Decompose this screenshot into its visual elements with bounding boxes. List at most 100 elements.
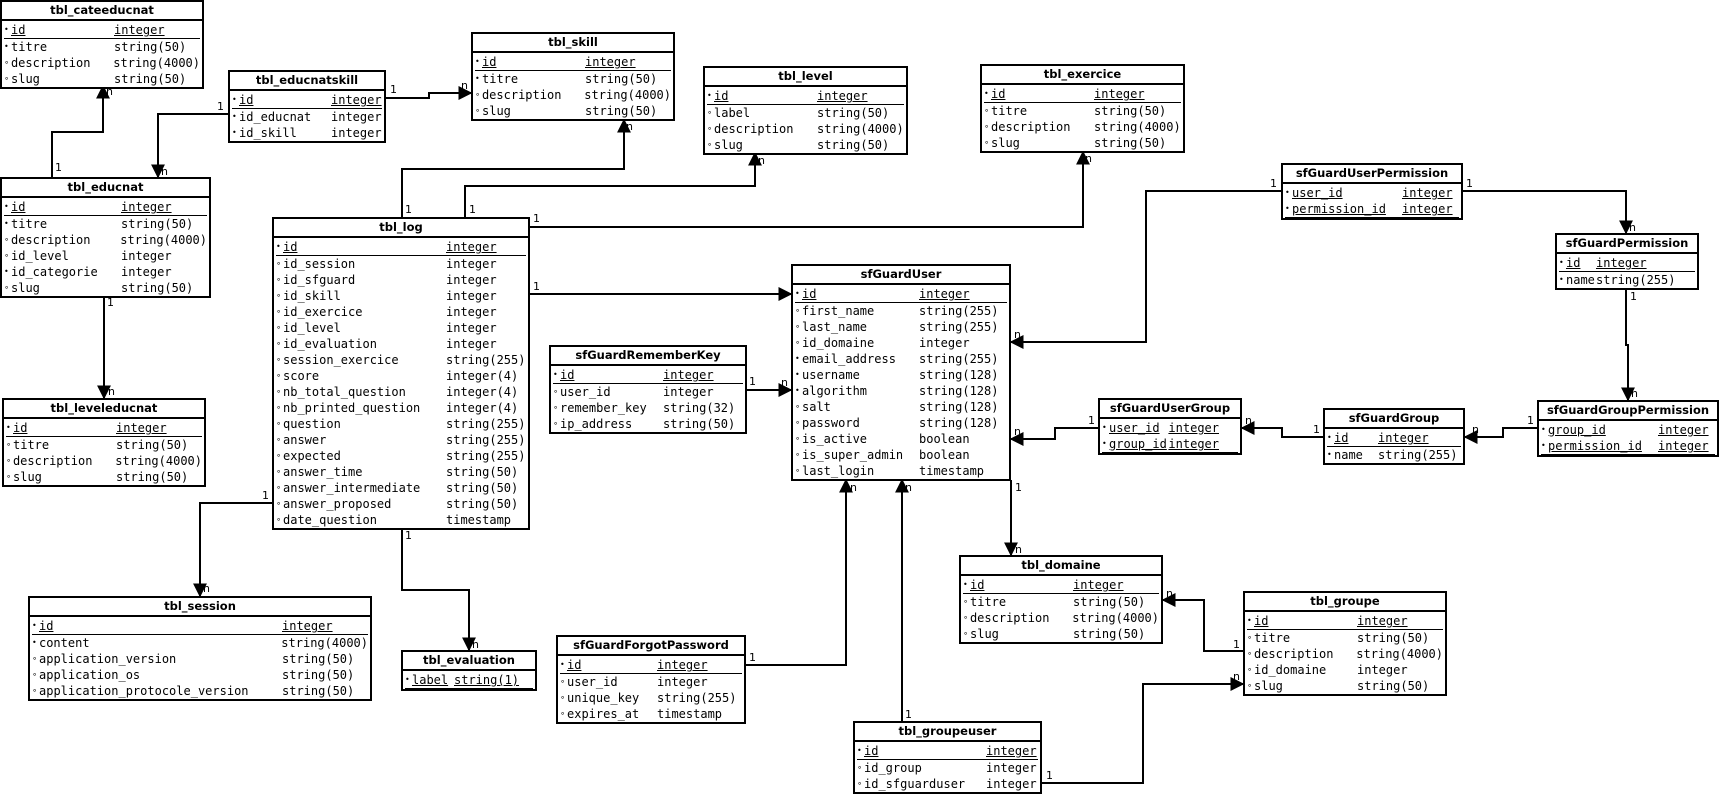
optional-marker-icon: ∘ [560,709,566,718]
optional-marker-icon: ∘ [6,440,12,449]
table-title: tbl_domaine [961,557,1161,576]
column-name: id_level [11,249,69,263]
optional-marker-icon: ∘ [276,467,282,476]
relation-sfGuardGroup-to-sfGuardUserGroup[interactable] [1240,421,1323,438]
relation-tbl_log-to-tbl_exercice[interactable] [530,150,1090,228]
relation-sfGuardUserPermission-to-sfGuardPermission[interactable] [1463,190,1633,235]
column-name: name [1566,273,1595,287]
column-type: integer [121,200,172,214]
column-type: string(4000) [1094,120,1181,134]
column-type: string(50) [585,104,658,118]
table-title: tbl_leveleducnat [4,400,204,419]
optional-marker-icon: ∘ [276,371,282,380]
column-name: id [991,87,1006,101]
column-type: string(4000) [113,56,200,70]
relation-sfGuardUserGroup-to-sfGuardUser[interactable] [1009,427,1098,446]
table-title: tbl_educnat [2,179,209,198]
optional-marker-icon: ∘ [475,90,481,99]
column-type: boolean [919,432,970,446]
column-type: string(4000) [120,233,207,247]
optional-marker-icon: ∘ [276,339,282,348]
required-marker-icon: • [707,91,712,100]
column-name: id [11,200,26,214]
relation-sfGuardForgotPassword-to-sfGuardUser[interactable] [746,478,853,666]
optional-marker-icon: ∘ [4,283,10,292]
relation-tbl_groupeuser-to-tbl_groupe[interactable] [1042,677,1245,784]
column-type: integer [1168,437,1219,451]
column-name: id [1334,431,1349,445]
relation-tbl_educnatskill-to-tbl_educnat[interactable] [151,113,228,179]
column-name: titre [991,104,1028,118]
cardinality-one-label: 1 [390,83,397,96]
column-type: string(50) [1073,627,1146,641]
column-type: integer [1378,431,1429,445]
column-name: content [38,636,90,650]
column-name: description [969,611,1050,625]
column-type: integer [114,23,165,37]
relation-sfGuardGroupPermission-to-sfGuardGroup[interactable] [1463,427,1537,444]
column-type: integer [1658,423,1709,437]
relation-sfGuardUserPermission-to-sfGuardUser[interactable] [1009,190,1281,349]
relation-tbl_log-to-tbl_session[interactable] [193,502,272,598]
cardinality-one-label: 1 [749,375,756,388]
column-name: salt [802,400,831,414]
relation-tbl_log-to-tbl_evaluation[interactable] [401,527,476,652]
column-name: answer_proposed [283,497,392,511]
relation-sfGuardPermission-to-sfGuardGroupPermission[interactable] [1621,289,1635,402]
relation-tbl_log-to-tbl_level[interactable] [464,151,762,217]
column-name: group_id [1548,423,1606,437]
column-name: id_educnat [239,110,312,124]
relation-tbl_educnat-to-tbl_cateeducnat[interactable] [51,84,110,177]
optional-marker-icon: ∘ [1247,649,1253,658]
relation-tbl_educnatskill-to-tbl_skill[interactable] [386,86,473,100]
cardinality-one-label: 1 [1313,423,1320,436]
column-type: string(4000) [817,122,904,136]
column-type: string(128) [919,416,999,430]
column-type: integer [282,619,333,633]
column-type: string(50) [282,668,355,682]
relation-tbl_groupe-to-tbl_domaine[interactable] [1161,593,1243,652]
column-type: string(50) [1073,595,1146,609]
required-marker-icon: • [984,89,989,98]
required-marker-icon: • [1559,275,1564,284]
relation-tbl_log-to-tbl_skill[interactable] [401,118,631,217]
column-type: integer [585,55,636,69]
column-type: integer [1168,421,1219,435]
cardinality-many-label: n [850,481,857,494]
column-name: id [567,658,582,672]
